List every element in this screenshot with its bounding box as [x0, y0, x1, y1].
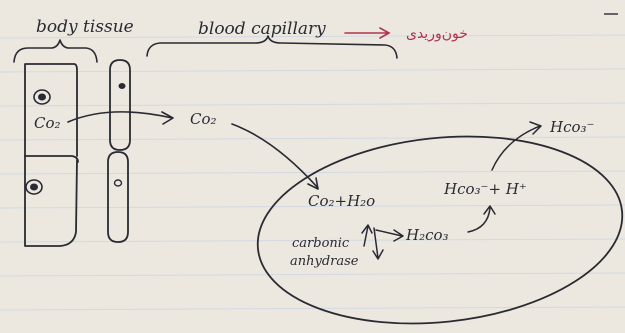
- capillary-cell-bottom: [108, 152, 128, 242]
- tissue-cell-divider: [25, 156, 78, 162]
- reaction-arrow-up: [362, 225, 372, 246]
- hco3-plus-h-label: Hco₃⁻+ H⁺: [443, 180, 527, 198]
- blood-capillary-brace: [147, 36, 397, 58]
- tissue-nucleus-top-icon: [34, 90, 50, 104]
- reaction-arrow-right: [376, 230, 403, 241]
- h2co3-label: H₂co₃: [405, 226, 449, 244]
- translation-label: خون‌وریدی: [406, 26, 468, 42]
- tissue-cell-top: [25, 64, 77, 156]
- anhydrase-label: anhydrase: [290, 254, 359, 269]
- hco3-exit-arrow: [492, 122, 541, 170]
- reaction-arrow-down: [373, 228, 383, 259]
- tissue-cell-bottom: [25, 156, 77, 246]
- h2co3-dissociation-arrow: [468, 206, 495, 232]
- hco3-out-label: Hco₃⁻: [549, 118, 594, 136]
- tissue-nucleus-bottom-icon: [26, 180, 42, 194]
- blood-capillary-label: blood capillary: [198, 19, 326, 39]
- carbonic-label: carbonic: [292, 236, 350, 251]
- capillary-nucleus-bottom-icon: [115, 180, 122, 186]
- co2-cell-label: Co₂: [34, 114, 61, 132]
- co2-capillary-label: Co₂: [190, 110, 217, 128]
- body-tissue-label: body tissue: [36, 17, 134, 37]
- body-tissue-brace: [14, 40, 97, 62]
- co2-diffusion-arrow: [68, 112, 173, 124]
- co2-plus-h2o-label: Co₂+H₂o: [308, 192, 375, 210]
- capillary-nucleus-top-icon: [119, 83, 126, 89]
